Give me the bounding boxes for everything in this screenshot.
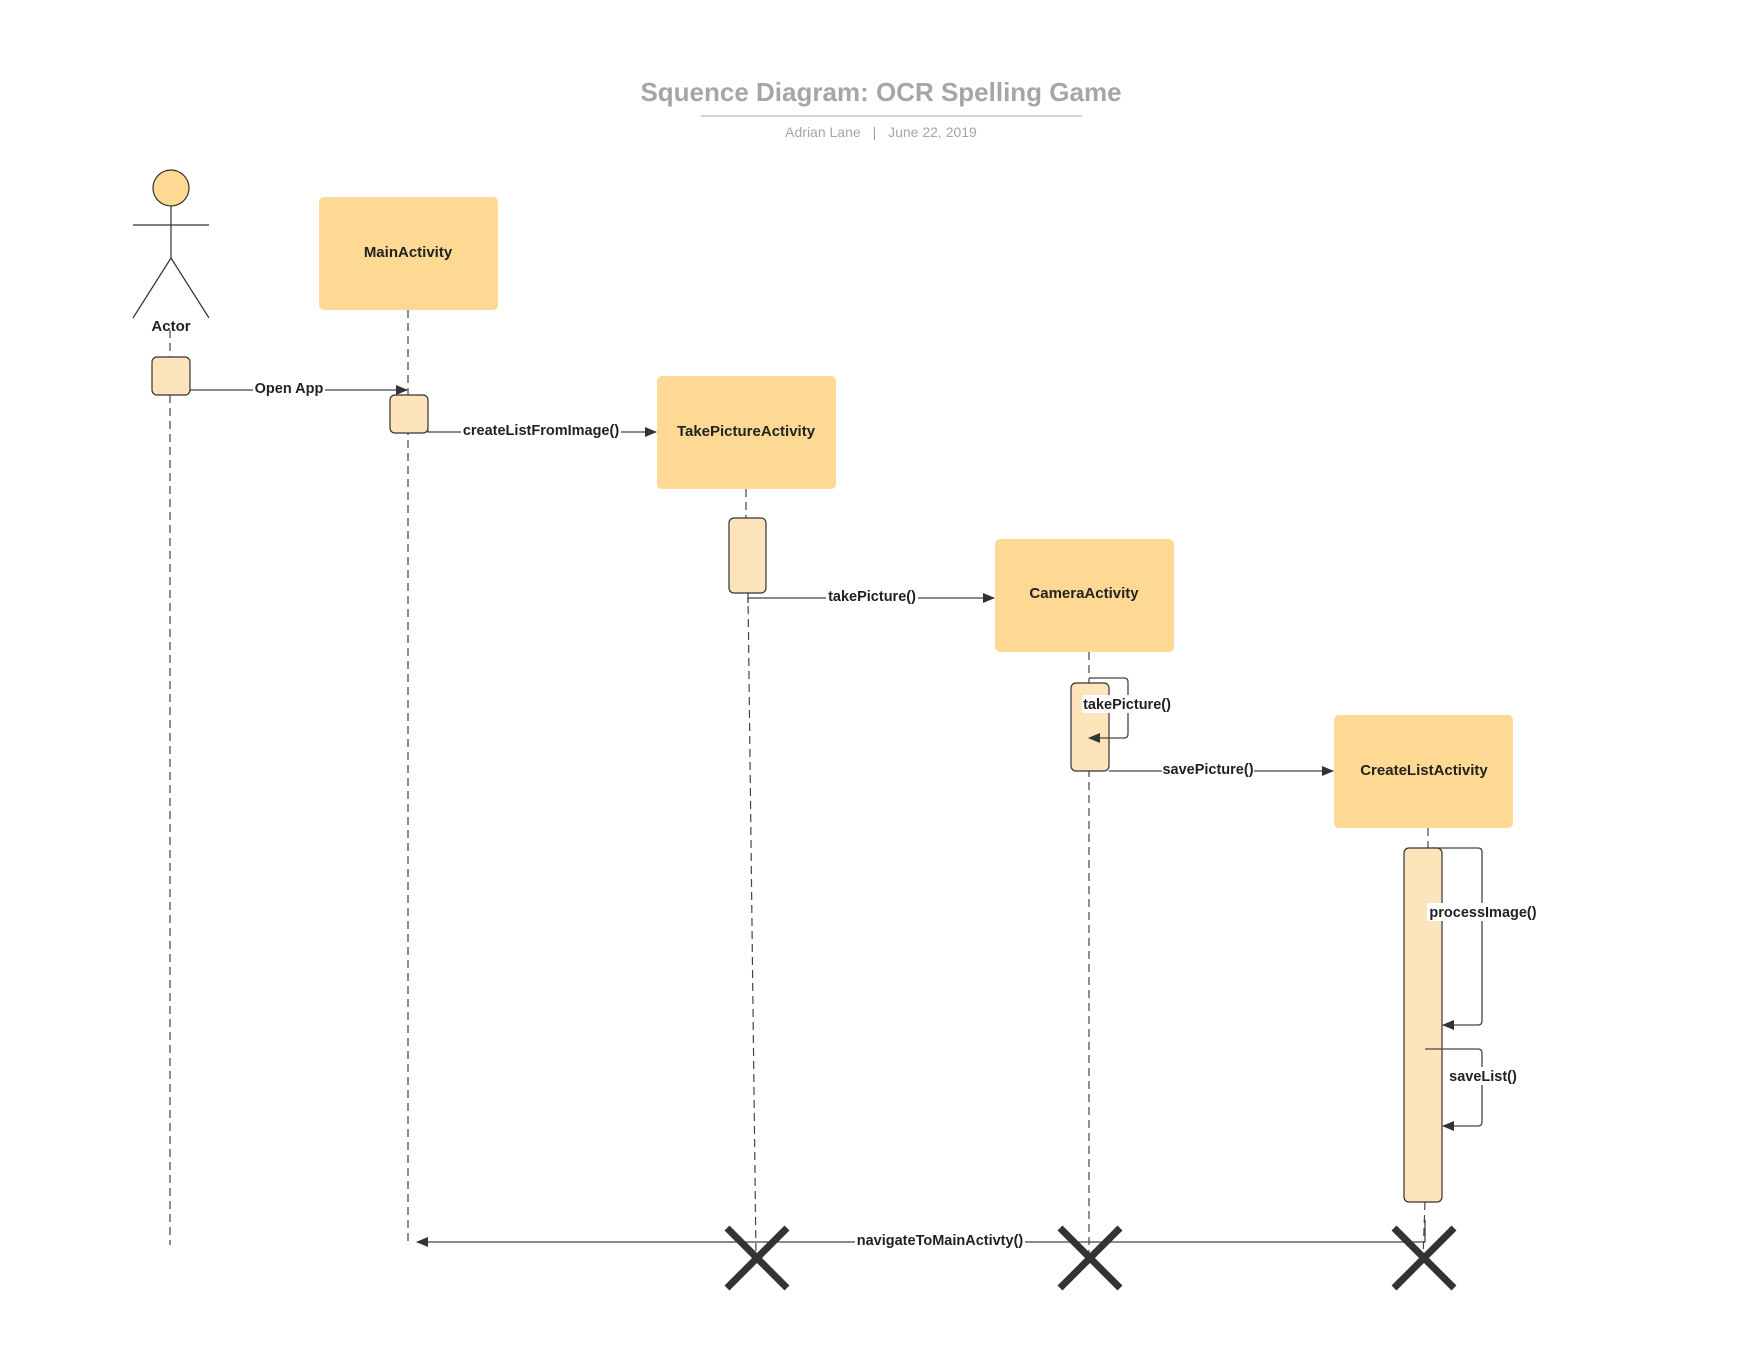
navigate-label: navigateToMainActivty() — [857, 1233, 1024, 1249]
createlist-label: CreateListActivity — [1360, 762, 1488, 779]
message-take-picture[interactable]: takePicture() — [747, 587, 995, 605]
createlist-activation — [1403, 847, 1443, 1203]
takepicture-label: TakePictureActivity — [677, 423, 816, 440]
takepicture-activation — [728, 517, 767, 594]
actor-head — [152, 169, 190, 207]
take-picture-label: takePicture() — [828, 589, 916, 605]
save-picture-label: savePicture() — [1162, 762, 1253, 778]
actor-label: Actor — [151, 318, 190, 335]
message-navigate-to-main[interactable]: navigateToMainActivty() — [416, 1220, 1426, 1249]
main-box — [319, 197, 498, 310]
message-create-list-from-image[interactable]: createListFromImage() — [427, 421, 657, 439]
message-save-list[interactable]: saveList() — [1425, 1048, 1520, 1131]
subtitle-separator: | — [873, 124, 877, 140]
message-take-picture-self[interactable]: takePicture() — [1082, 677, 1172, 743]
create-list-label: createListFromImage() — [463, 423, 619, 439]
diagram-title: Squence Diagram: OCR Spelling Game — [640, 77, 1121, 107]
createlist-destroy-x-icon — [1391, 1225, 1457, 1291]
takepicture-lifeline — [747, 592, 757, 1258]
main-activation — [389, 394, 429, 434]
participant-createlist[interactable]: CreateListActivity — [1334, 715, 1513, 828]
diagram-subtitle: Adrian Lane | June 22, 2019 — [785, 124, 977, 140]
date: June 22, 2019 — [888, 124, 977, 140]
main-label: MainActivity — [364, 244, 453, 261]
process-image-label: processImage() — [1429, 905, 1536, 921]
takepicture-box — [657, 376, 836, 489]
message-process-image[interactable]: processImage() — [1427, 847, 1539, 1030]
takepicture-destroy-x-icon — [724, 1225, 790, 1291]
take-picture-self-label: takePicture() — [1083, 697, 1171, 713]
participant-main[interactable]: MainActivity — [319, 197, 498, 310]
participant-takepicture[interactable]: TakePictureActivity — [657, 376, 836, 489]
actor-figure[interactable] — [132, 169, 210, 319]
message-open-app[interactable]: Open App — [190, 379, 408, 397]
message-save-picture[interactable]: savePicture() — [1109, 760, 1334, 778]
camera-label: CameraActivity — [1029, 585, 1139, 602]
actor-activation — [151, 356, 191, 396]
open-app-label: Open App — [255, 381, 324, 397]
createlist-box — [1334, 715, 1513, 828]
save-list-label: saveList() — [1449, 1069, 1517, 1085]
createlist-lifeline-bottom — [1422, 1201, 1426, 1258]
camera-box — [995, 539, 1174, 652]
camera-destroy-x-icon — [1057, 1225, 1123, 1291]
participant-camera[interactable]: CameraActivity — [995, 539, 1174, 652]
author: Adrian Lane — [785, 124, 861, 140]
